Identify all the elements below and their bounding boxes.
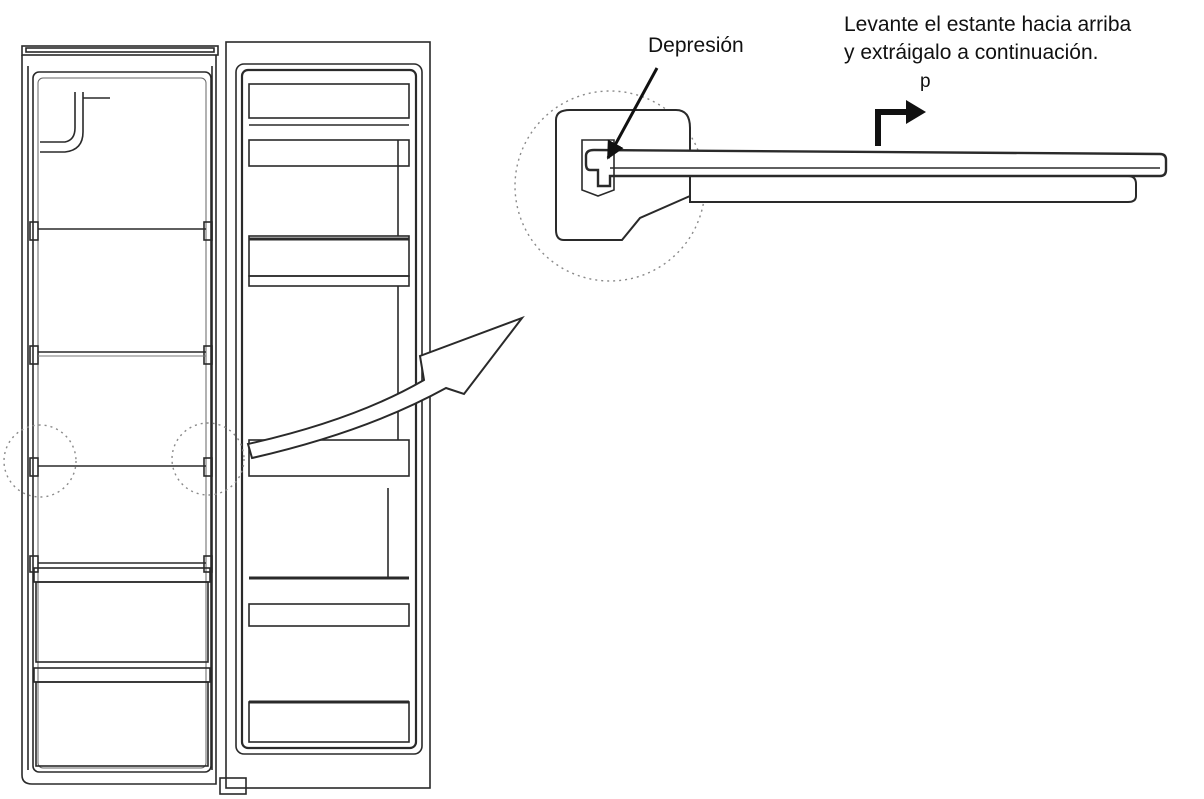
shelf-detail: [555, 109, 1168, 241]
right-support-highlight: [171, 422, 245, 496]
lift-marker-label: p: [920, 71, 931, 92]
door-bins: [248, 83, 410, 743]
fridge-door: [219, 41, 431, 795]
left-wall-supports: [29, 221, 39, 573]
depression-label: Depresión: [648, 34, 744, 57]
crisper-drawers: [33, 567, 211, 767]
fridge-cabinet: [21, 45, 219, 785]
right-wall-supports: [203, 221, 213, 573]
instruction-line-2: y extráigalo a continuación.: [844, 41, 1099, 64]
curved-arrow-icon: [246, 315, 525, 460]
glass-shelves: [38, 228, 206, 564]
left-support-highlight: [3, 424, 77, 498]
instruction-line-1: Levante el estante hacia arriba: [844, 13, 1132, 36]
pointer-arrow-icon: [606, 67, 659, 160]
arrow-up-right-icon: [875, 100, 926, 146]
